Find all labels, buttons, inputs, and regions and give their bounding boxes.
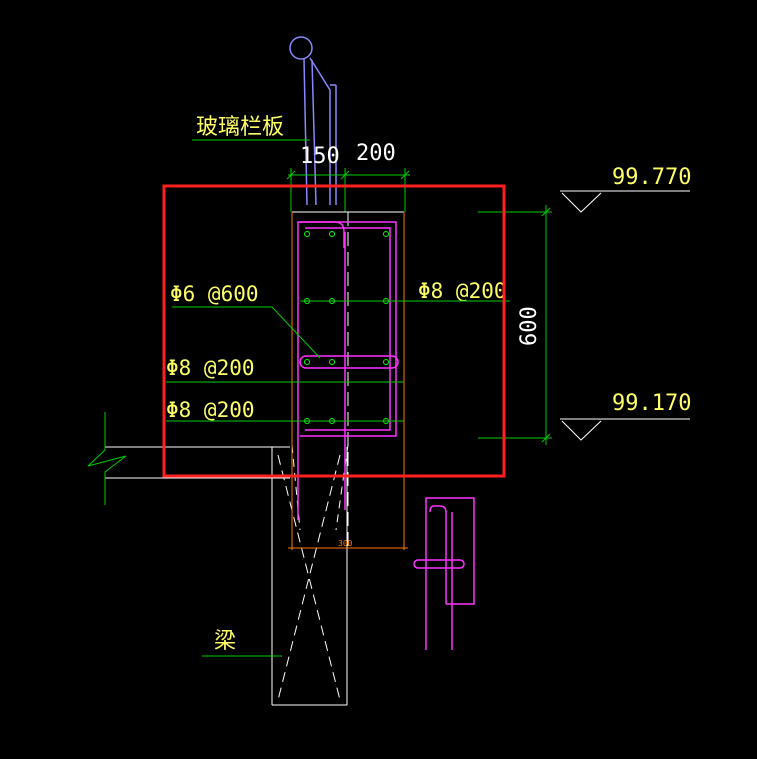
bottom-width-dim: 300 <box>338 539 353 548</box>
rebar-detail <box>413 497 475 650</box>
rebar-dots <box>304 231 389 424</box>
top-dimensions <box>286 168 410 212</box>
rebar-label-phi8-right: Φ8 @200 <box>418 279 507 303</box>
highlight-box <box>162 184 506 478</box>
rebar-label-phi6: Φ6 @600 <box>170 282 259 306</box>
glass-railing <box>289 36 337 206</box>
elevation-marker-top <box>560 190 690 213</box>
right-width-dim: 200 <box>356 141 396 166</box>
rebar-label-phi8-low: Φ8 @200 <box>166 398 255 422</box>
rebar-cage <box>297 221 399 520</box>
rebar-leader-phi6 <box>172 306 321 359</box>
curb-outline <box>291 211 405 445</box>
floor-slab <box>87 412 290 505</box>
rebar-label-phi8-mid: Φ8 @200 <box>166 356 255 380</box>
curb-edge-lines <box>288 212 408 550</box>
glass-railing-label: 玻璃栏板 <box>196 115 284 140</box>
elevation-top: 99.770 <box>612 165 691 190</box>
beam-section <box>271 447 348 706</box>
left-width-dim: 150 <box>300 144 340 169</box>
height-dimension <box>478 205 552 445</box>
beam-label: 梁 <box>214 629 236 654</box>
elevation-marker-bottom <box>560 418 690 441</box>
height-dim: 600 <box>517 306 542 346</box>
elevation-bottom: 99.170 <box>612 391 691 416</box>
handrail-circle <box>289 36 313 60</box>
